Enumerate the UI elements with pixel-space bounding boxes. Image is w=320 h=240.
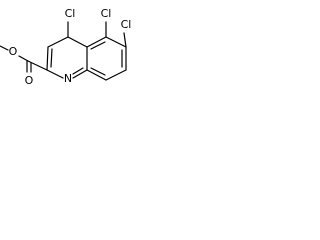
structure-drawing: Cl Cl Cl N O O	[0, 7, 132, 87]
bond-c2-c3	[46, 46, 49, 71]
atom-o-ester: O	[9, 45, 18, 58]
bond-n1-c2	[46, 69, 64, 79]
bond-c8a-n1	[72, 69, 88, 79]
atom-cl-7: Cl	[121, 18, 132, 31]
bond-o-methyl	[0, 45, 9, 51]
bond-c7-c8	[105, 69, 127, 81]
atom-o-carbonyl: O	[25, 74, 34, 87]
atom-n-1: N	[64, 72, 72, 85]
atom-labels: Cl Cl Cl N O O	[9, 7, 132, 87]
bond-carbonyl-o-ester	[18, 55, 29, 62]
bond-c8a-n1-inner	[72, 67, 84, 75]
bond-c4-c4a	[67, 36, 88, 48]
atom-cl-4: Cl	[65, 7, 76, 20]
bond-c5-c6	[105, 36, 127, 48]
bond-c3-c4	[47, 36, 69, 48]
bond-c4a-c5	[86, 36, 107, 48]
bond-c4a-c5-inner	[90, 41, 106, 50]
bonds	[0, 21, 127, 81]
bond-c7-cl	[123, 32, 127, 48]
atom-cl-5: Cl	[101, 7, 112, 20]
bond-c8-c8a-inner	[90, 67, 106, 76]
bond-c2-c3-inner	[50, 48, 53, 68]
bond-c8-c8a	[86, 69, 107, 81]
